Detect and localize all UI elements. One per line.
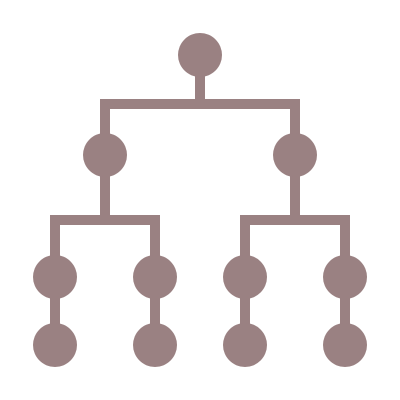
level2-node-2	[133, 255, 177, 299]
level1-node-1	[83, 133, 127, 177]
level1-node-2	[273, 133, 317, 177]
level3-node-3	[223, 323, 267, 367]
level2-node-4	[323, 255, 367, 299]
tree-nodes	[33, 33, 367, 367]
level3-node-2	[133, 323, 177, 367]
level3-node-4	[323, 323, 367, 367]
level2-node-1	[33, 255, 77, 299]
tree-edges	[50, 50, 350, 350]
level2-node-3	[223, 255, 267, 299]
level3-node-1	[33, 323, 77, 367]
root-node	[178, 33, 222, 77]
